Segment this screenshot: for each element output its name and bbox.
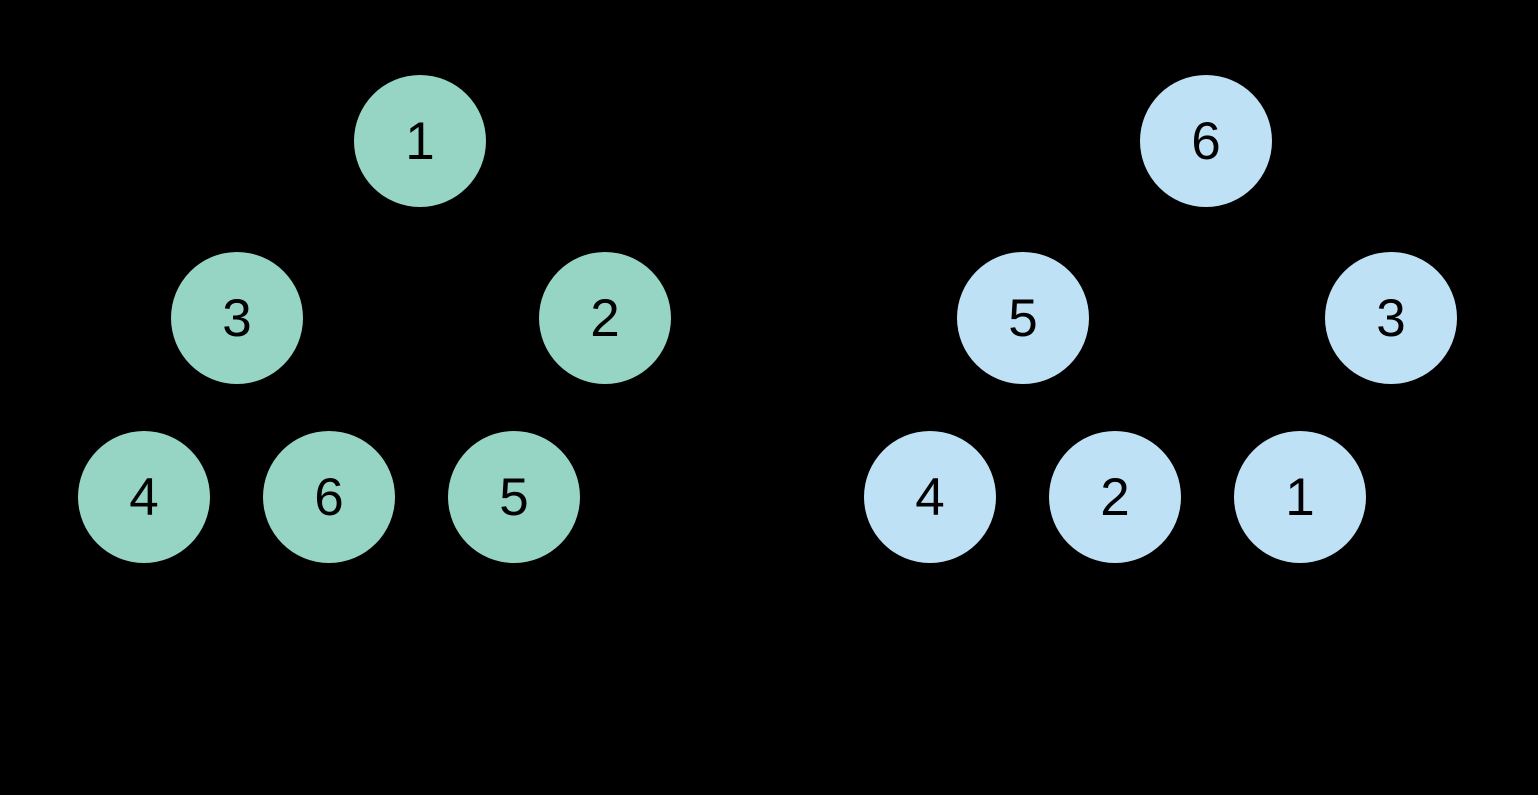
node-label: 2 — [1100, 467, 1130, 527]
tree-node: 6 — [1140, 75, 1272, 207]
node-label: 5 — [1008, 288, 1038, 348]
tree-node: 5 — [957, 252, 1089, 384]
node-label: 1 — [1285, 467, 1315, 527]
node-label: 3 — [1376, 288, 1406, 348]
tree-node: 3 — [171, 252, 303, 384]
node-label: 5 — [499, 467, 529, 527]
node-label: 6 — [314, 467, 344, 527]
tree-node: 4 — [864, 431, 996, 563]
tree-node: 1 — [354, 75, 486, 207]
tree-node: 2 — [1049, 431, 1181, 563]
tree-node: 3 — [1325, 252, 1457, 384]
tree-node: 6 — [263, 431, 395, 563]
tree-node: 5 — [448, 431, 580, 563]
node-label: 6 — [1191, 111, 1221, 171]
tree-node: 2 — [539, 252, 671, 384]
node-label: 2 — [590, 288, 620, 348]
tree-node: 1 — [1234, 431, 1366, 563]
tree-node: 4 — [78, 431, 210, 563]
node-label: 1 — [405, 111, 435, 171]
node-label: 4 — [129, 467, 159, 527]
node-label: 4 — [915, 467, 945, 527]
node-label: 3 — [222, 288, 252, 348]
